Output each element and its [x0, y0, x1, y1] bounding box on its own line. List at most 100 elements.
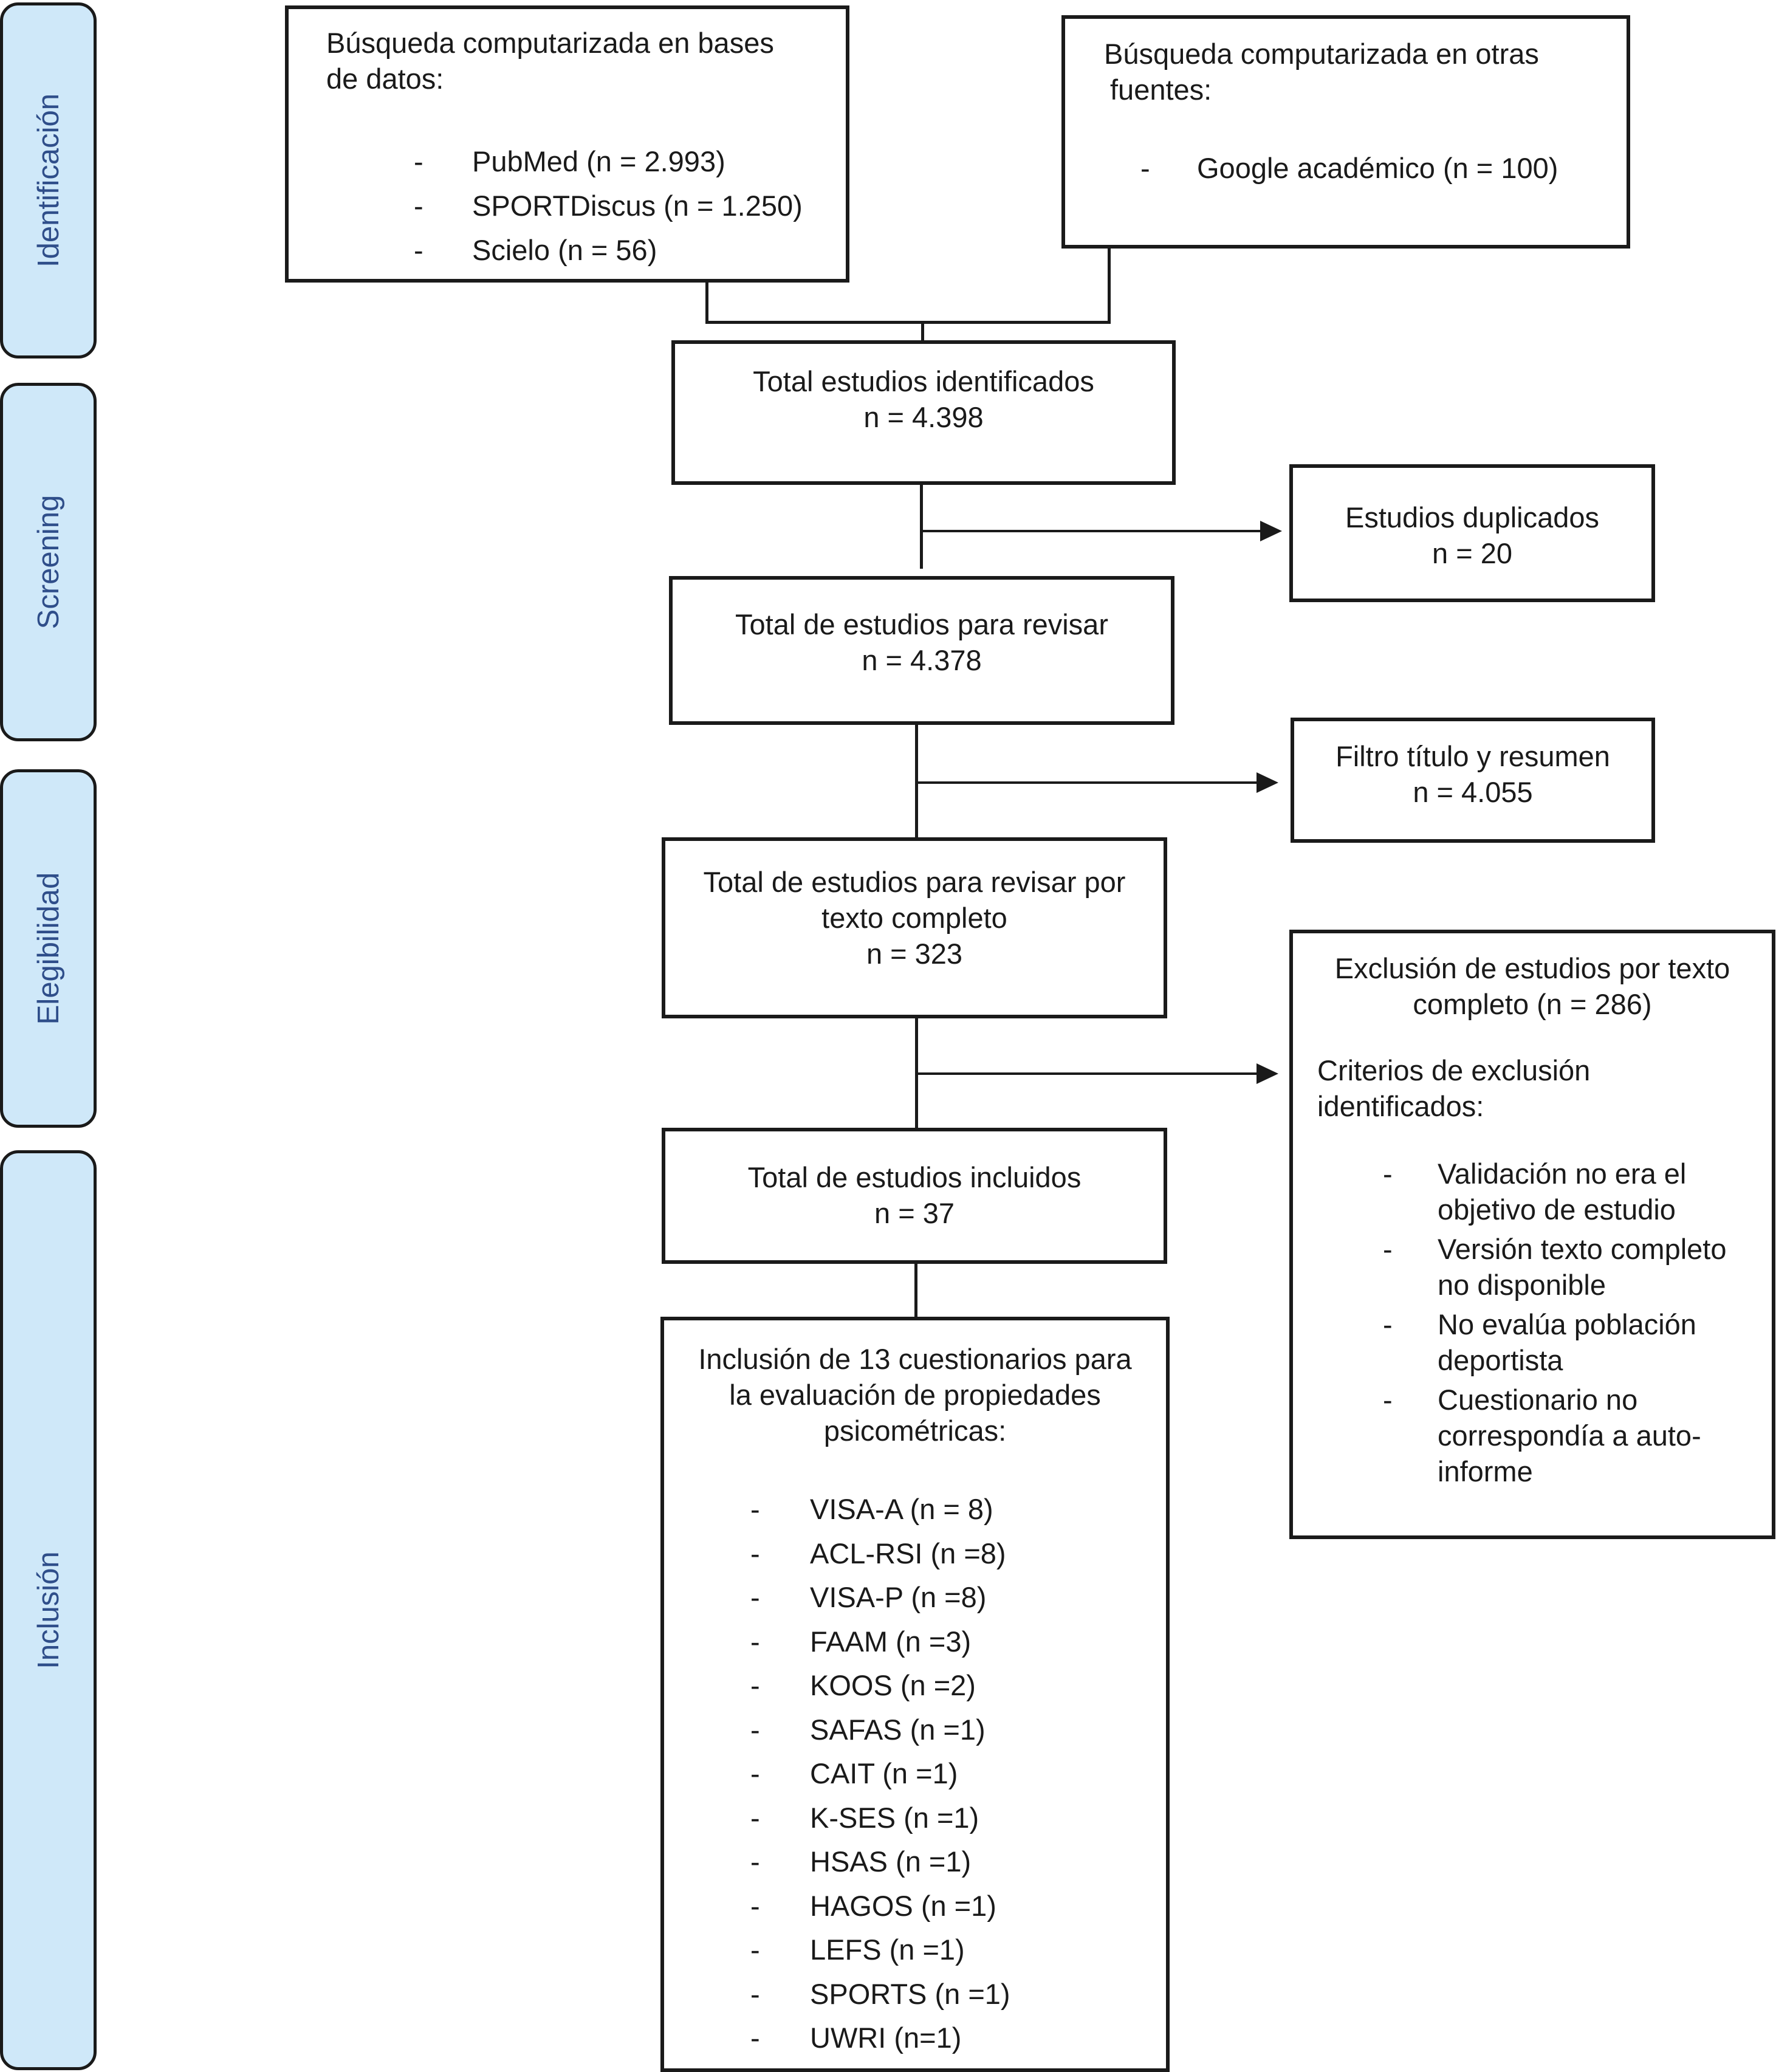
duplicates-count: n = 20 [1432, 537, 1512, 569]
dash-bullet: - [750, 1581, 760, 1613]
questionnaire-item: SPORTS (n =1) [810, 1977, 1010, 2010]
phase-inclusion: Inclusión [0, 1150, 97, 2070]
list-item: -K-SES (n =1) [664, 1796, 1166, 1840]
dash-bullet: - [414, 190, 423, 222]
title-filter-box: Filtro título y resumen n = 4.055 [1291, 718, 1655, 843]
criterion-text: informe [1438, 1455, 1533, 1487]
dash-bullet: - [750, 1757, 760, 1789]
exclusion-title-1: Exclusión de estudios por texto [1334, 952, 1730, 984]
total-identified-box: Total estudios identificados n = 4.398 [671, 340, 1176, 485]
list-item: - UWRI (n=1) [664, 2016, 1166, 2060]
questionnaire-item: SAFAS (n =1) [810, 1713, 986, 1746]
connector-line [921, 321, 924, 340]
criterion-text: Versión texto completo [1438, 1233, 1727, 1265]
arrow-to-duplicates [1260, 521, 1282, 541]
connector-line [1108, 249, 1111, 324]
criteria-title-2: identificados: [1317, 1090, 1484, 1122]
arrow-to-exclusion [1257, 1063, 1278, 1084]
database-sportdiscus: SPORTDiscus (n = 1.250) [472, 190, 803, 222]
phase-elegibilidad: Elegibilidad [0, 769, 97, 1128]
database-search-box: Búsqueda computarizada en bases de datos… [285, 5, 849, 283]
questionnaire-item: FAAM (n =3) [810, 1625, 972, 1658]
dash-bullet: - [750, 1889, 760, 1922]
total-identified-label: Total estudios identificados [753, 365, 1094, 397]
list-item: - LEFS (n =1) [664, 1928, 1166, 1972]
list-item: - No evalúa población deportista [1317, 1306, 1772, 1378]
other-sources-box: Búsqueda computarizada en otras fuentes:… [1061, 15, 1630, 249]
questionnaire-item: UWRI (n=1) [810, 2022, 962, 2054]
list-item: - Cuestionario no correspondía a auto- i… [1317, 1382, 1772, 1489]
list-item: -Google académico (n = 100) [1104, 150, 1627, 186]
questionnaire-item: LEFS (n =1) [810, 1933, 965, 1966]
criterion-text: deportista [1438, 1344, 1563, 1376]
dash-bullet: - [1383, 1158, 1393, 1190]
fulltext-review-label-2: texto completo [821, 902, 1007, 934]
dash-bullet: - [750, 2022, 760, 2054]
dash-bullet: - [750, 1801, 760, 1834]
duplicates-box: Estudios duplicados n = 20 [1289, 464, 1655, 602]
criterion-text: Cuestionario no [1438, 1384, 1638, 1416]
connector-line [915, 725, 918, 837]
questionnaire-item: ACL-RSI (n =8) [810, 1537, 1006, 1569]
connector-line [914, 1264, 917, 1317]
connector-line [915, 781, 1257, 784]
questionnaires-title-2: la evaluación de propiedades [729, 1379, 1101, 1411]
dash-bullet: - [750, 1669, 760, 1701]
source-google-scholar: Google académico (n = 100) [1197, 152, 1558, 184]
phase-inclusion-label: Inclusión [32, 1551, 65, 1669]
connector-line [705, 321, 1111, 324]
title-filter-label: Filtro título y resumen [1335, 740, 1610, 772]
list-item: - PubMed (n = 2.993) [326, 139, 846, 184]
dash-bullet: - [750, 1537, 760, 1569]
dash-bullet: - [1383, 1233, 1393, 1265]
dash-bullet: - [414, 234, 423, 266]
list-item: -VISA-A (n = 8) [664, 1487, 1166, 1532]
criterion-text: Validación no era el [1438, 1158, 1687, 1190]
database-search-title-1: Búsqueda computarizada en bases [326, 27, 774, 59]
questionnaires-title-3: psicométricas: [823, 1415, 1007, 1447]
list-item: - SPORTDiscus (n = 1.250) [326, 184, 846, 228]
dash-bullet: - [750, 1493, 760, 1525]
criterion-text: no disponible [1438, 1269, 1606, 1301]
list-item: - Validación no era el objetivo de estud… [1317, 1156, 1772, 1227]
phase-screening-label: Screening [32, 495, 65, 629]
fulltext-review-count: n = 323 [866, 938, 963, 970]
dash-bullet: - [414, 145, 423, 177]
list-item: - ACL-RSI (n =8) [664, 1532, 1166, 1576]
dash-bullet: - [750, 1933, 760, 1966]
phase-screening: Screening [0, 383, 97, 741]
questionnaires-box: Inclusión de 13 cuestionarios para la ev… [660, 1317, 1170, 2072]
connector-line [915, 1072, 1257, 1075]
criterion-text: correspondía a auto- [1438, 1419, 1701, 1452]
dash-bullet: - [750, 1845, 760, 1878]
included-box: Total de estudios incluidos n = 37 [662, 1128, 1167, 1264]
duplicates-label: Estudios duplicados [1345, 501, 1600, 533]
other-sources-title-1: Búsqueda computarizada en otras [1104, 38, 1539, 70]
questionnaire-list: -VISA-A (n = 8) -ACL-RSI (n =8) -VISA-P … [664, 1487, 1166, 2060]
questionnaires-title-1: Inclusión de 13 cuestionarios para [698, 1343, 1132, 1375]
questionnaire-item: HAGOS (n =1) [810, 1889, 996, 1922]
phase-identificacion-label: Identificación [32, 93, 65, 268]
criterion-text: objetivo de estudio [1438, 1193, 1676, 1226]
dash-bullet: - [1383, 1308, 1393, 1340]
list-item: - Versión texto completo no disponible [1317, 1231, 1772, 1303]
list-item: - KOOS (n =2) [664, 1664, 1166, 1708]
list-item: - CAIT (n =1) [664, 1752, 1166, 1796]
title-filter-count: n = 4.055 [1413, 776, 1533, 808]
database-search-title-2: de datos: [326, 63, 444, 95]
questionnaire-item: HSAS (n =1) [810, 1845, 972, 1878]
dash-bullet: - [750, 1977, 760, 2010]
dash-bullet: - [1383, 1384, 1393, 1416]
list-item: - SPORTS (n =1) [664, 1972, 1166, 2017]
list-item: -Scielo (n = 56) [326, 228, 846, 272]
connector-line [920, 485, 923, 569]
fulltext-review-box: Total de estudios para revisar por texto… [662, 837, 1167, 1018]
questionnaire-item: KOOS (n =2) [810, 1669, 976, 1701]
criteria-title-1: Criterios de exclusión [1317, 1054, 1591, 1086]
dash-bullet: - [750, 1625, 760, 1658]
other-sources-title-2: fuentes: [1110, 74, 1212, 106]
list-item: - HSAS (n =1) [664, 1840, 1166, 1884]
database-pubmed: PubMed (n = 2.993) [472, 145, 725, 177]
questionnaire-item: CAIT (n =1) [810, 1757, 958, 1789]
